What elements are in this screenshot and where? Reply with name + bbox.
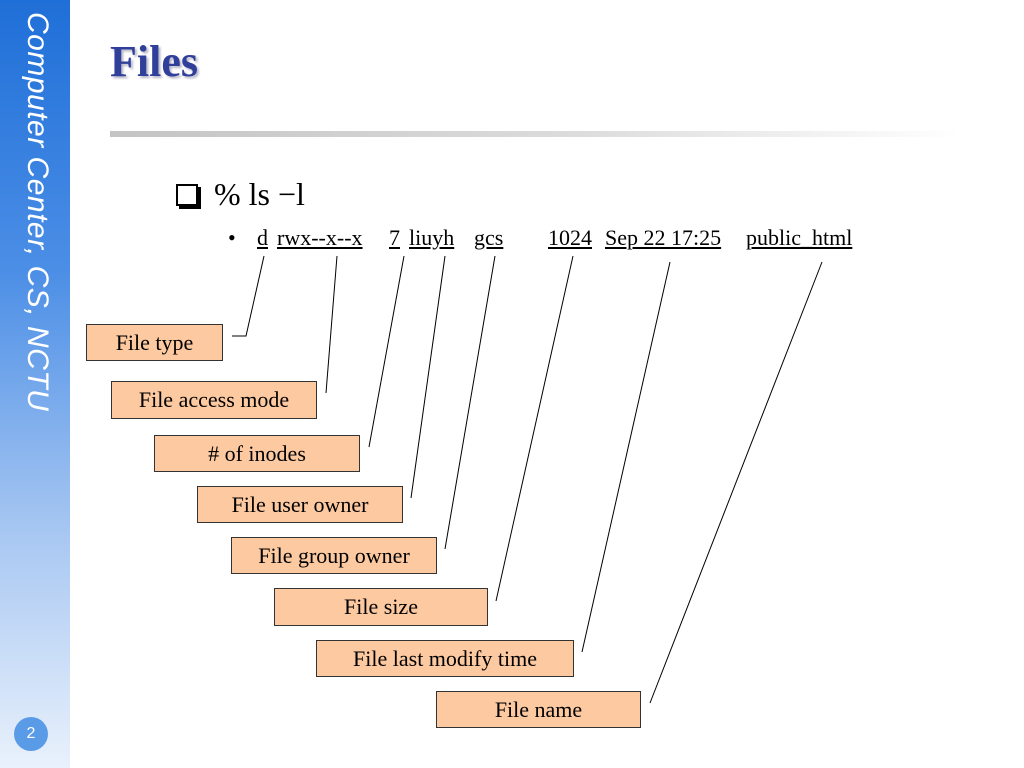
label-inodes: # of inodes <box>154 435 360 472</box>
field-inodes: 7 <box>389 225 400 250</box>
connector-inodes <box>368 255 405 448</box>
connector-file-type <box>232 255 265 337</box>
connector-group-owner <box>444 255 496 550</box>
label-modify-time: File last modify time <box>316 640 574 677</box>
connector-file-name <box>649 261 823 704</box>
slide-title: Files <box>110 37 198 86</box>
label-file-type: File type <box>86 324 223 361</box>
title-divider <box>110 131 960 137</box>
label-group-owner: File group owner <box>231 537 437 574</box>
field-file-type: d <box>257 225 268 250</box>
page-number-badge: 2 <box>14 717 48 751</box>
field-access-mode: rwx--x--x <box>277 225 363 250</box>
label-file-name: File name <box>436 691 641 728</box>
connector-user-owner <box>410 255 446 499</box>
field-user-owner: liuyh <box>409 225 455 250</box>
sidebar: Computer Center, CS, NCTU 2 <box>0 0 70 768</box>
connector-modify-time <box>581 261 671 653</box>
connector-access-mode <box>325 255 338 394</box>
field-file-name: public_html <box>746 225 853 250</box>
command-bullet: % ls −l <box>176 176 305 213</box>
field-modify-time: Sep 22 17:25 <box>605 225 722 250</box>
label-access-mode: File access mode <box>111 381 317 419</box>
label-user-owner: File user owner <box>197 486 403 523</box>
checkbox-bullet-icon <box>176 183 198 206</box>
field-size: 1024 <box>548 225 592 250</box>
command-text: % ls −l <box>214 176 305 212</box>
connector-size <box>495 255 574 602</box>
label-size: File size <box>274 588 488 626</box>
field-group-owner: gcs <box>474 225 504 250</box>
listing-bullet: • <box>228 225 236 250</box>
